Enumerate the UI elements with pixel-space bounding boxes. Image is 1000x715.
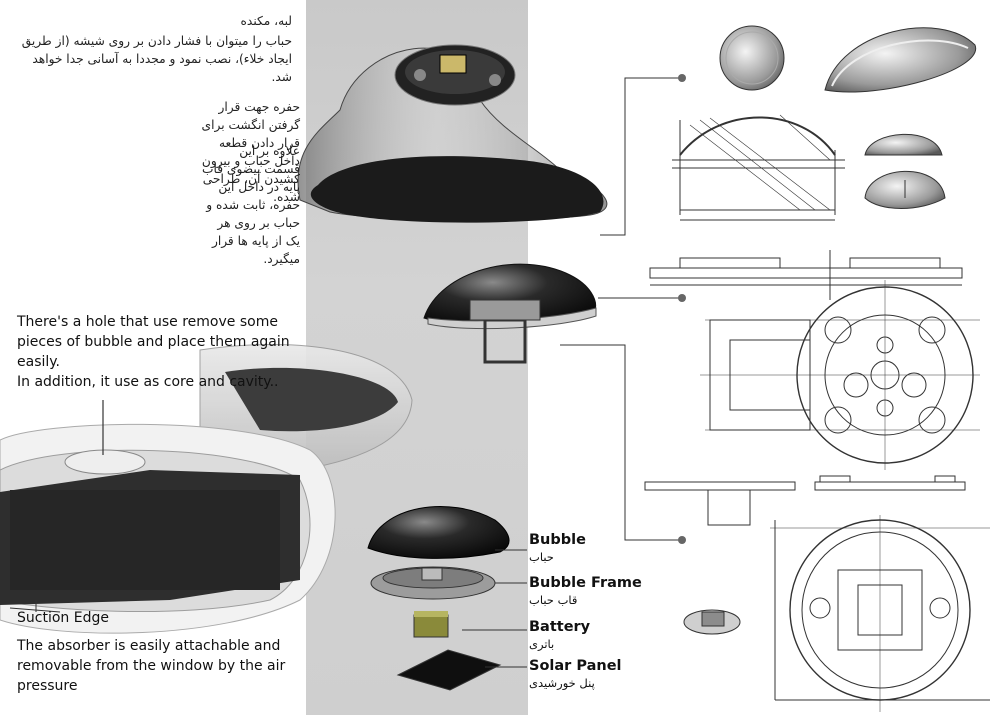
arc-section-drawing [672,114,845,221]
exploded-bubble [367,506,510,559]
part-label-solar-panel-fa: پنل خورشیدی [529,676,595,690]
part-label-bubble-fa: حباب [529,550,554,564]
bowl-render [0,343,413,634]
exploded-battery [413,611,449,638]
fa-hole-note-2: علاوه بر این قسمت بیضوی قاب پایه در داخل… [202,144,300,266]
en-absorber-note: The absorber is easily attachable and re… [17,638,286,694]
base-side-drawing [644,475,966,526]
dome-render [297,44,608,223]
connector-dot [678,294,686,302]
frame-small-render [683,609,741,635]
part-label-bubble-frame: Bubble Frame [529,575,642,591]
part-label-solar-panel: Solar Panel [529,658,622,674]
exploded-frame [370,566,496,600]
connector-dot [678,74,686,82]
en-core-note: In addition, it use as core and cavity.. [17,374,279,390]
en-suction-title: Suction Edge [17,610,109,626]
frame-side-drawing [649,250,963,300]
en-hole-note: There's a hole that use remove some piec… [17,314,290,370]
part-label-battery: Battery [529,619,591,635]
base-top-drawing [770,515,990,712]
connector-dot [678,536,686,544]
part-leaders [462,549,527,668]
exploded-panel [396,649,502,691]
connector-lines [560,77,680,541]
part-label-battery-fa: باتری [529,637,555,651]
bubble-views [719,25,976,209]
frame-top-drawing [700,280,980,470]
part-label-bubble-frame-fa: قاب حباب [529,593,578,607]
part-label-bubble: Bubble [529,532,586,548]
fa-edge-title: لبه، مکنده [240,14,292,28]
fa-edge-note: حباب را میتوان با فشار دادن بر روی شیشه … [21,34,292,84]
shell-render [423,263,597,364]
fa-hole-note-1: حفره جهت قرار گرفتن انگشت برای قرار دادن… [201,100,300,204]
